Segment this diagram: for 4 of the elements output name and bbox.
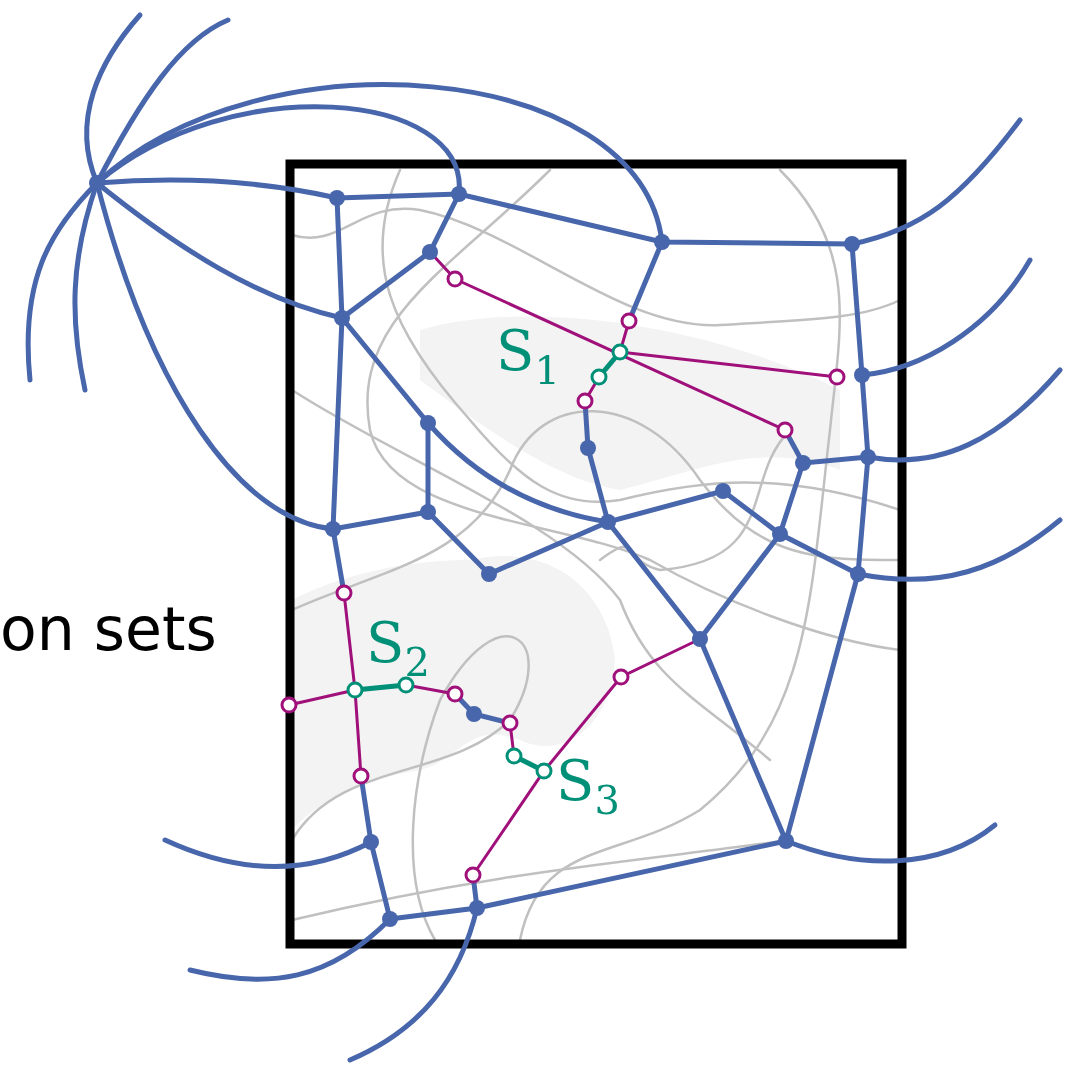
set-label: S$_{3}$ — [556, 748, 620, 823]
set-label: S$_{2}$ — [366, 610, 430, 685]
partial-heading: on sets — [0, 594, 217, 664]
set-label: S$_{1}$ — [496, 318, 560, 393]
